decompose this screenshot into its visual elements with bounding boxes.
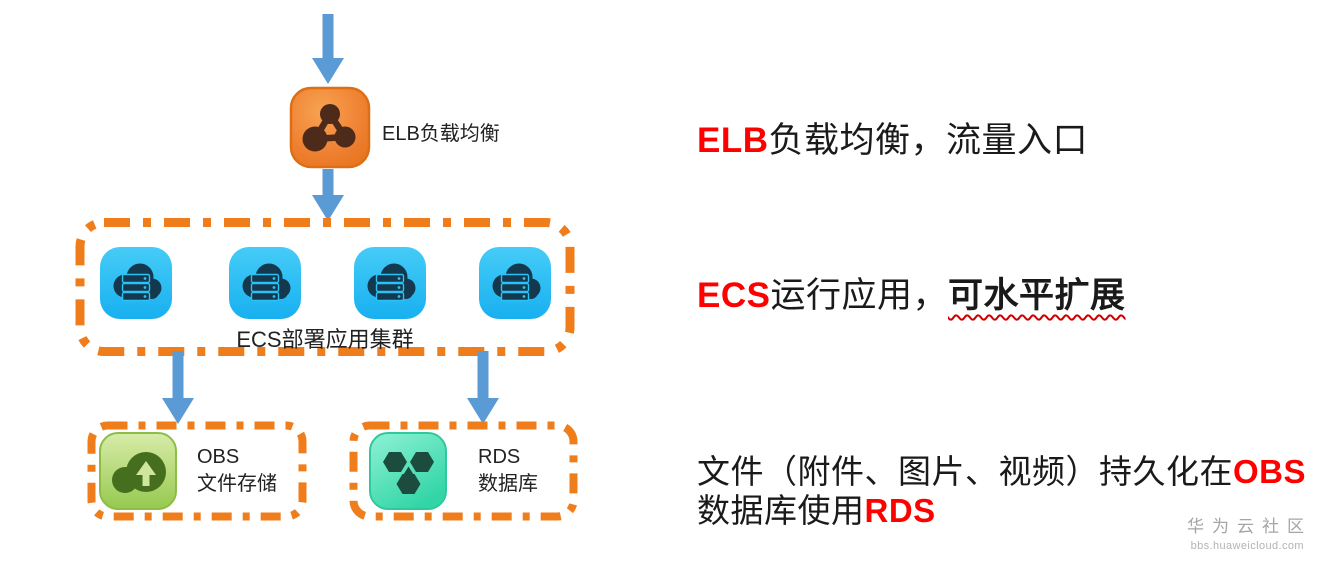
dashed-border <box>87 421 307 521</box>
annotation-persistence-line1: 文件（附件、图片、视频）持久化在OBS <box>697 452 1306 491</box>
arrow-down-icon <box>312 14 344 84</box>
obs-dashed-box <box>87 421 307 526</box>
annotation-rds-text: 数据库使用 <box>697 492 865 529</box>
obs-label-sub: 文件存储 <box>197 473 277 495</box>
obs-label-title: OBS <box>197 446 240 468</box>
annotation-ecs-highlight: ECS <box>697 276 771 315</box>
annotation-persistence-line2: 数据库使用RDS <box>697 491 1306 530</box>
ecs-cluster-label: ECS部署应用集群 <box>236 327 414 352</box>
elb-icon <box>289 86 371 174</box>
annotation-ecs: ECS运行应用，可水平扩展 <box>697 267 1126 318</box>
annotation-obs-highlight: OBS <box>1233 453 1307 490</box>
rds-database-icon <box>369 432 447 510</box>
annotation-elb-highlight: ELB <box>697 121 769 160</box>
arrow-down-icon <box>312 169 344 221</box>
ecs-icon <box>478 246 552 325</box>
annotation-obs-text: 文件（附件、图片、视频）持久化在 <box>697 453 1233 490</box>
flow-arrow-inbound <box>310 14 346 89</box>
flow-arrow-ecs-to-rds <box>465 351 501 429</box>
ecs-icon <box>228 246 302 325</box>
dashed-border <box>349 421 578 521</box>
annotation-ecs-emphasis: 可水平扩展 <box>947 276 1126 315</box>
annotation-ecs-text: 运行应用， <box>770 276 948 315</box>
ecs-icon <box>353 246 427 325</box>
rds-icon <box>368 431 448 516</box>
obs-label: OBS 文件存储 <box>197 444 277 498</box>
elb-load-balancer-icon <box>289 86 371 169</box>
ecs-server-icon <box>354 247 426 319</box>
ecs-server-icon <box>100 247 172 319</box>
flow-arrow-ecs-to-obs <box>160 351 196 429</box>
elb-label: ELB负载均衡 <box>382 123 500 145</box>
annotation-elb-text: 负载均衡，流量入口 <box>768 121 1089 160</box>
dashed-border <box>75 218 575 356</box>
watermark: 华为云社区 bbs.huaweicloud.com <box>1187 512 1304 552</box>
flow-arrow-elb-to-ecs <box>310 169 346 226</box>
ecs-server-icon <box>229 247 301 319</box>
annotation-elb: ELB负载均衡，流量入口 <box>697 112 1088 163</box>
rds-label: RDS 数据库 <box>478 444 538 498</box>
rds-label-sub: 数据库 <box>478 473 538 495</box>
watermark-title: 华为云社区 <box>1187 517 1312 536</box>
annotation-persistence: 文件（附件、图片、视频）持久化在OBS 数据库使用RDS <box>697 452 1306 530</box>
watermark-url: bbs.huaweicloud.com <box>1190 540 1304 552</box>
obs-storage-icon <box>99 432 177 510</box>
annotation-rds-highlight: RDS <box>864 492 936 529</box>
rds-dashed-box <box>349 421 578 526</box>
rds-label-title: RDS <box>478 446 521 468</box>
arrow-down-icon <box>162 351 194 424</box>
ecs-cluster-dashed-box <box>75 217 575 362</box>
ecs-icon <box>99 246 173 325</box>
obs-icon <box>98 431 178 516</box>
rds-hexagons-glyph <box>383 452 434 494</box>
arrow-down-icon <box>467 351 499 424</box>
ecs-server-icon <box>479 247 551 319</box>
